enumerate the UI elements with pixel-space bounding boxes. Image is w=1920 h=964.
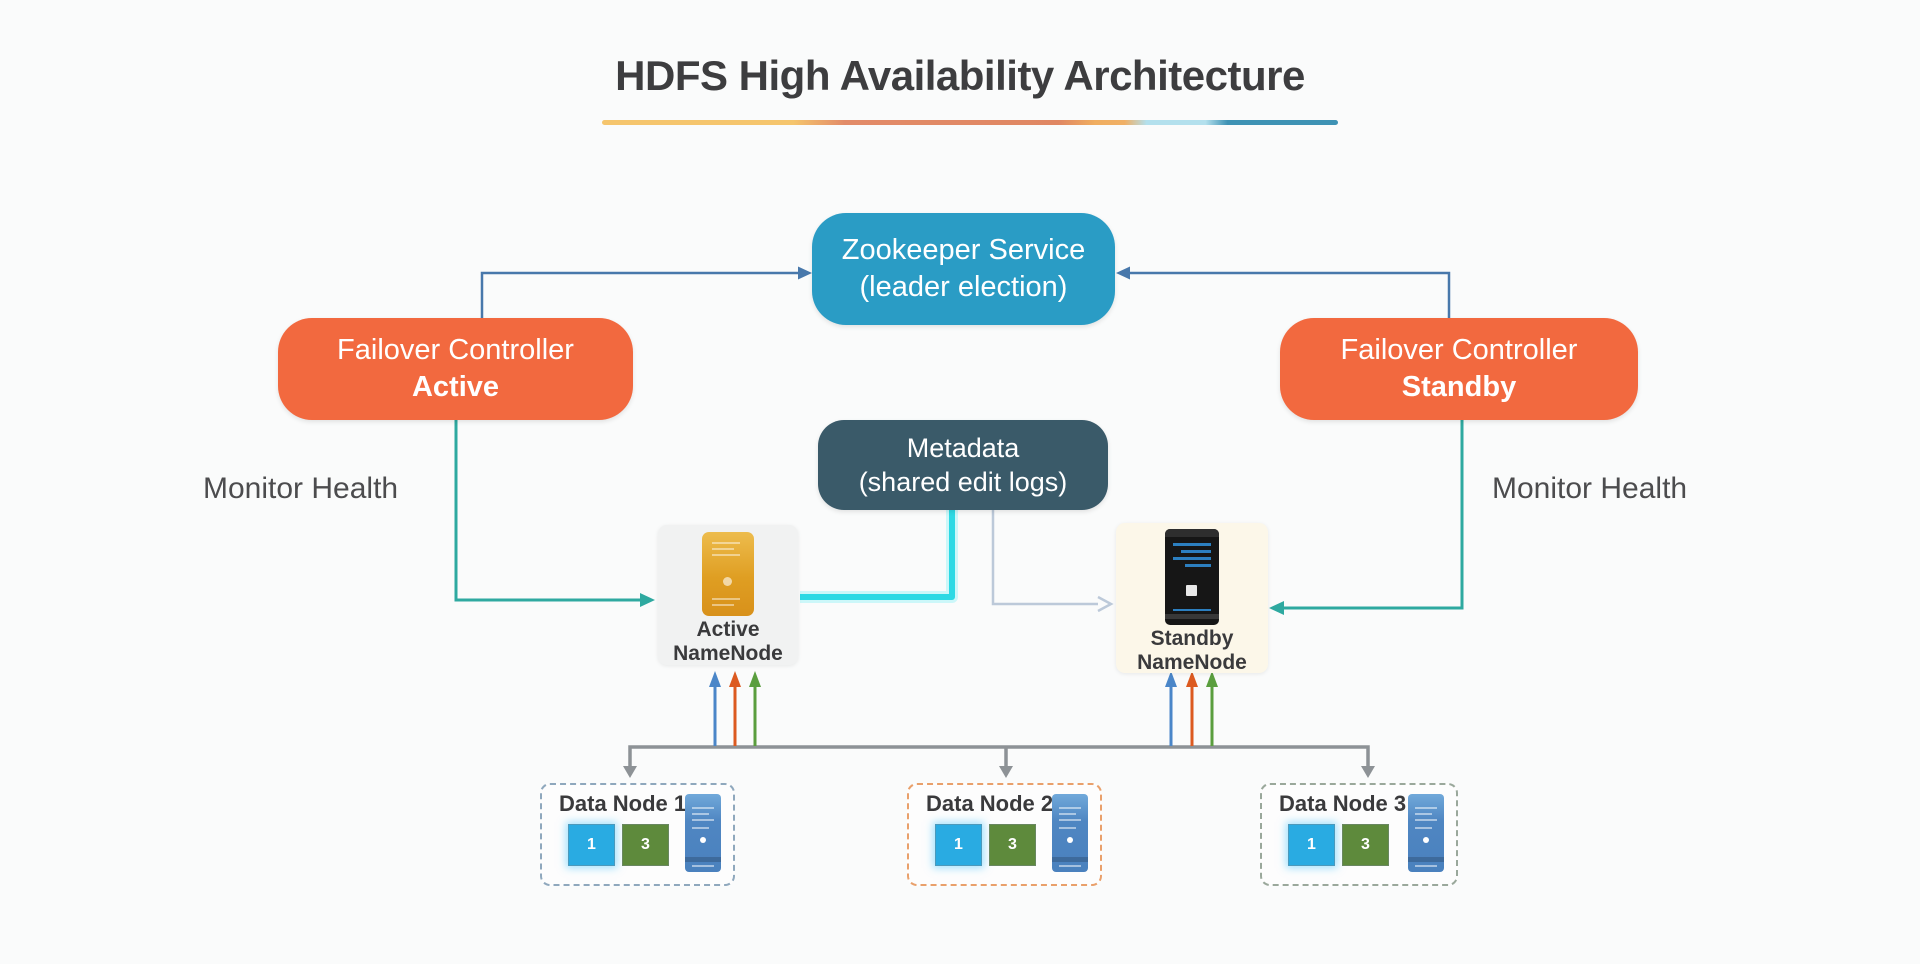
datanode-bus-line bbox=[628, 745, 1370, 768]
page-title: HDFS High Availability Architecture bbox=[615, 52, 1305, 99]
data-node-1-card: Data Node 1 1 3 bbox=[540, 783, 735, 886]
bus-arrowhead-datanode3 bbox=[1361, 766, 1375, 778]
metadata-sublabel: (shared edit logs) bbox=[858, 467, 1068, 497]
monitor-health-label-left: Monitor Health bbox=[203, 472, 399, 505]
data-node-3-title: Data Node 3 bbox=[1279, 791, 1407, 816]
edit-log-write-glow bbox=[800, 508, 958, 603]
title-underline-bar bbox=[602, 120, 1338, 125]
block-badge-1: 1 bbox=[1288, 824, 1335, 866]
edit-log-read-open-arrowhead bbox=[1097, 595, 1114, 613]
edit-log-read-line bbox=[991, 508, 1098, 606]
metadata-box: Metadata (shared edit logs) bbox=[818, 420, 1108, 510]
failover-controller-active-box: Failover Controller Active bbox=[278, 318, 633, 420]
failover-controller-active-state: Active bbox=[411, 371, 500, 403]
failover-controller-active-label: Failover Controller bbox=[337, 334, 574, 366]
active-namenode-label: Active NameNode bbox=[673, 618, 783, 665]
server-amber-icon bbox=[702, 532, 754, 616]
monitor-health-label-right: Monitor Health bbox=[1492, 472, 1688, 505]
standby-namenode-label: Standby NameNode bbox=[1137, 627, 1247, 674]
block-badge-3: 3 bbox=[622, 824, 669, 866]
report-arrow-active-green-head bbox=[749, 671, 761, 687]
report-arrow-active-orange-head bbox=[729, 671, 741, 687]
failover-controller-standby-box: Failover Controller Standby bbox=[1280, 318, 1638, 420]
zookeeper-service-label: Zookeeper Service bbox=[841, 234, 1086, 266]
zookeeper-service-box: Zookeeper Service (leader election) bbox=[812, 213, 1115, 325]
standby-namenode-card: Standby NameNode bbox=[1116, 523, 1268, 674]
fc-active-to-namenode-arrowhead bbox=[640, 593, 655, 607]
data-node-2-title: Data Node 2 bbox=[926, 791, 1054, 816]
bus-arrowhead-datanode2 bbox=[999, 766, 1013, 778]
active-namenode-card: Active NameNode bbox=[658, 525, 798, 665]
fc-standby-to-zookeeper-arrowhead bbox=[1116, 266, 1130, 280]
server-blue-icon bbox=[685, 794, 721, 872]
fc-active-to-zookeeper-arrowhead bbox=[798, 266, 812, 280]
bus-arrowhead-datanode1 bbox=[623, 766, 637, 778]
block-badge-3: 3 bbox=[1342, 824, 1389, 866]
edit-log-write-line bbox=[800, 508, 955, 600]
zookeeper-service-sublabel: (leader election) bbox=[859, 271, 1068, 303]
fc-active-to-namenode-line bbox=[454, 408, 640, 602]
data-node-1-title: Data Node 1 bbox=[559, 791, 687, 816]
block-badge-3: 3 bbox=[989, 824, 1036, 866]
server-blue-icon bbox=[1052, 794, 1088, 872]
report-arrow-active-blue-head bbox=[709, 671, 721, 687]
server-dark-icon bbox=[1165, 529, 1219, 625]
fc-standby-to-namenode-arrowhead bbox=[1269, 601, 1284, 615]
server-blue-icon bbox=[1408, 794, 1444, 872]
block-badge-1: 1 bbox=[935, 824, 982, 866]
data-node-3-card: Data Node 3 1 3 bbox=[1260, 783, 1458, 886]
data-node-2-card: Data Node 2 1 3 bbox=[907, 783, 1102, 886]
fc-standby-to-namenode-line bbox=[1284, 408, 1464, 610]
failover-controller-standby-state: Standby bbox=[1401, 371, 1517, 403]
metadata-label: Metadata bbox=[906, 433, 1020, 463]
block-badge-1: 1 bbox=[568, 824, 615, 866]
failover-controller-standby-label: Failover Controller bbox=[1340, 334, 1578, 366]
